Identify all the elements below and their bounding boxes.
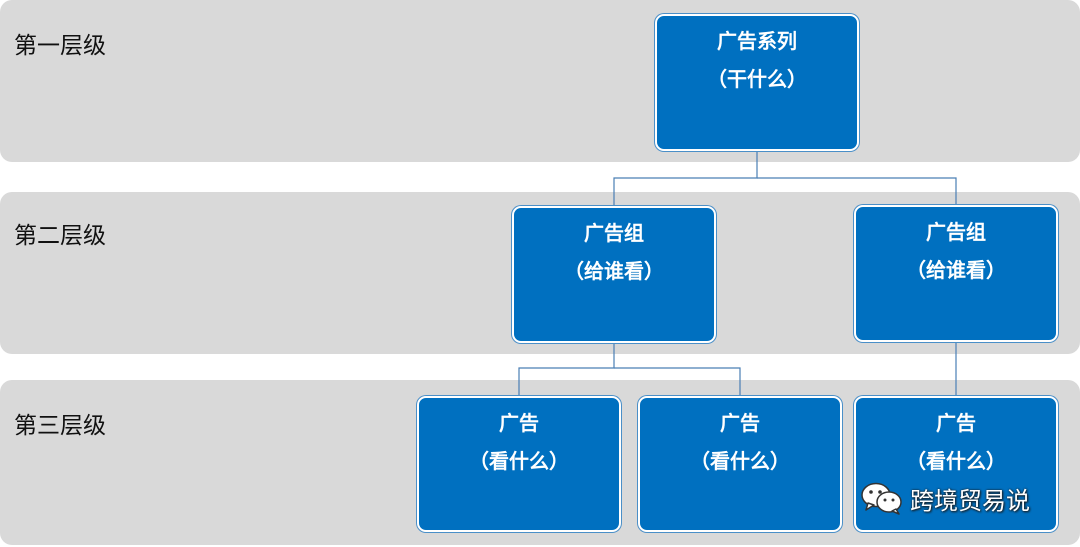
watermark: 跨境贸易说: [860, 480, 1030, 516]
level-label-1: 第一层级: [14, 33, 106, 59]
ad-node-3-title: 广告: [936, 411, 976, 435]
campaign-node: 广告系列 （干什么）: [655, 14, 859, 151]
ad-node-1-title: 广告: [499, 411, 539, 435]
ad-node-3: 广告 （看什么）: [854, 396, 1058, 532]
wechat-icon: [861, 482, 902, 515]
adgroup-node-left: 广告组 （给谁看）: [512, 206, 716, 343]
adgroup-node-right: 广告组 （给谁看）: [854, 205, 1058, 342]
adgroup-node-left-title: 广告组: [584, 221, 644, 245]
ad-node-1-subtitle: （看什么）: [469, 449, 569, 473]
campaign-node-subtitle: （干什么）: [707, 67, 807, 91]
adgroup-node-left-subtitle: （给谁看）: [564, 259, 664, 283]
connector-adgroup-left-to-ad-2: [614, 367, 741, 396]
ad-node-2-subtitle: （看什么）: [690, 449, 790, 473]
connector-adgroup-left-to-ads: [518, 342, 615, 396]
ad-node-1: 广告 （看什么）: [417, 396, 621, 532]
ad-node-3-subtitle: （看什么）: [906, 449, 1006, 473]
adgroup-node-right-subtitle: （给谁看）: [906, 258, 1006, 282]
campaign-node-title: 广告系列: [717, 29, 797, 53]
watermark-text: 跨境贸易说: [910, 486, 1030, 515]
adgroup-node-right-title: 广告组: [926, 220, 986, 244]
connector-campaign-to-adgroups: [613, 150, 758, 206]
ad-node-2-title: 广告: [720, 411, 760, 435]
connector-campaign-to-adgroup-right: [757, 177, 957, 206]
level-label-2: 第二层级: [14, 223, 106, 249]
ad-node-2: 广告 （看什么）: [638, 396, 842, 532]
level-label-3: 第三层级: [14, 413, 106, 439]
level-band-1: [0, 0, 1080, 162]
